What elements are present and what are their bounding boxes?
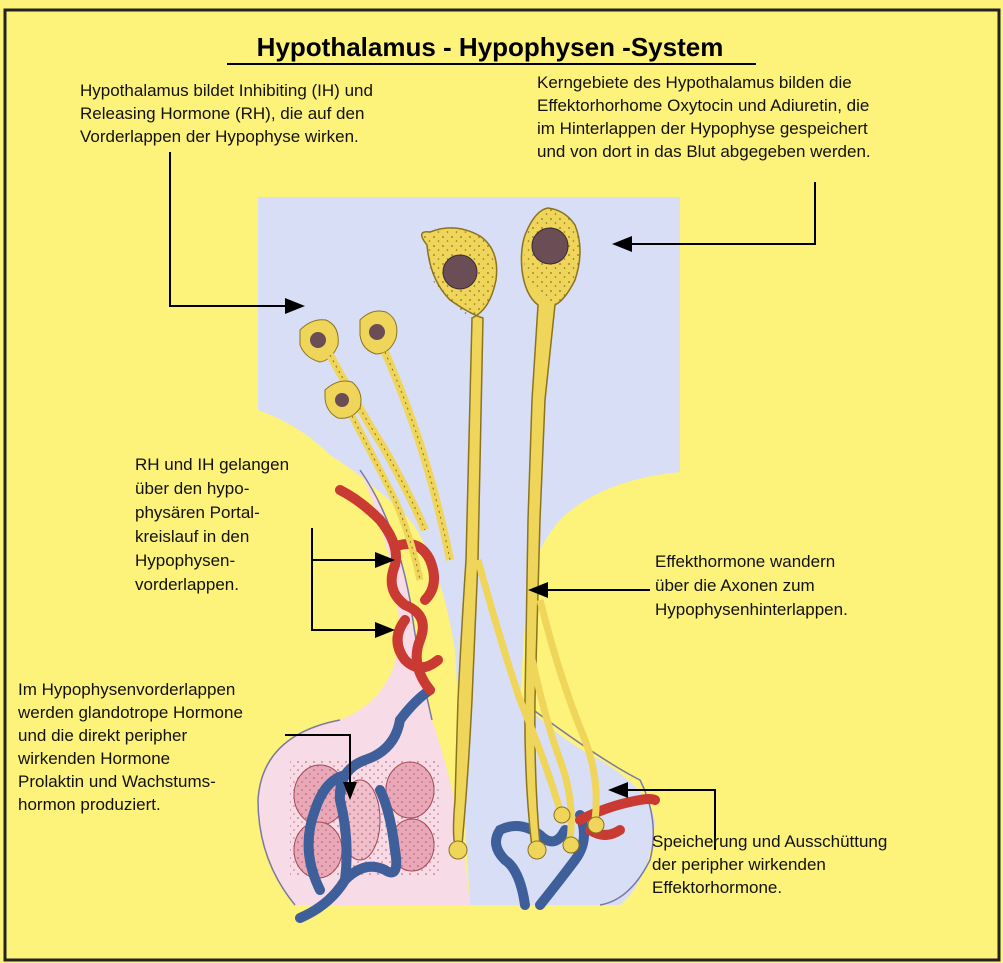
annotation-line: Effekthormone wandern xyxy=(655,552,835,571)
annotation-line: Effektorhormone. xyxy=(652,878,782,897)
annotation-line: vorderlappen. xyxy=(135,575,239,594)
annotation-line: Hypothalamus bildet Inhibiting (IH) und xyxy=(80,81,373,100)
annotation-line: über den hypo- xyxy=(135,479,249,498)
annotation-line: und von dort in das Blut abgegeben werde… xyxy=(537,142,871,161)
annotation-line: Vorderlappen der Hypophyse wirken. xyxy=(80,127,359,146)
diagram-title: Hypothalamus - Hypophysen -System xyxy=(257,32,724,62)
annotation-line: hormon produziert. xyxy=(18,795,161,814)
annotation-line: Effektorhorhome Oxytocin und Adiuretin, … xyxy=(537,96,869,115)
annotation-line: Im Hypophysenvorderlappen xyxy=(18,680,235,699)
annotation-line: Releasing Hormone (RH), die auf den xyxy=(80,104,364,123)
annotation-line: Kerngebiete des Hypothalamus bilden die xyxy=(537,73,852,92)
annotation-line: über die Axonen zum xyxy=(655,576,815,595)
annotation-line: Hypophysenhinterlappen. xyxy=(655,600,848,619)
annotation-line: wirkenden Hormone xyxy=(17,749,170,768)
annotation-line: der peripher wirkenden xyxy=(652,855,826,874)
annotation-line: Hypophysen- xyxy=(135,551,235,570)
annotation-line: physären Portal- xyxy=(135,503,260,522)
annotation-line: werden glandotrope Hormone xyxy=(17,703,243,722)
annotation-line: Prolaktin und Wachstums- xyxy=(18,772,216,791)
annotation-line: kreislauf in den xyxy=(135,527,249,546)
annotation-line: RH und IH gelangen xyxy=(135,455,289,474)
annotation-line: und die direkt peripher xyxy=(18,726,188,745)
annotation-line: im Hinterlappen der Hypophyse gespeicher… xyxy=(537,119,868,138)
annotation-line: Speicherung und Ausschüttung xyxy=(652,832,887,851)
